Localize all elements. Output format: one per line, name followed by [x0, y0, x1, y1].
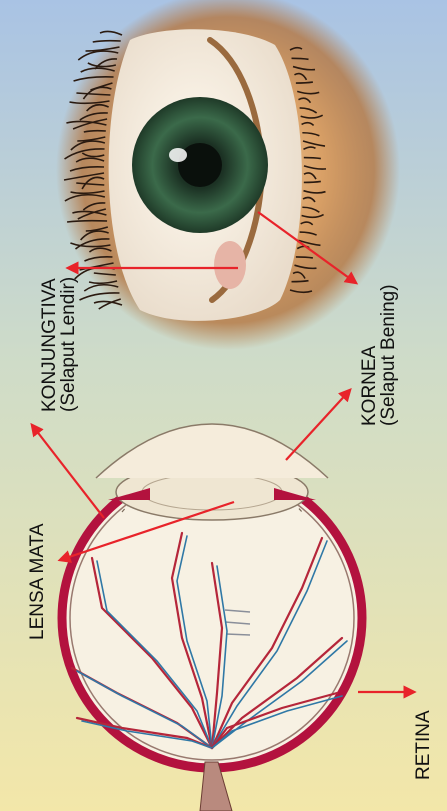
label-kornea-name: KORNEA	[360, 284, 379, 426]
label-retina: RETINA	[414, 710, 433, 780]
iris-highlight	[169, 148, 187, 162]
label-kornea: KORNEA (Selaput Bening)	[360, 284, 398, 426]
label-kornea-sub: (Selaput Bening)	[379, 284, 398, 426]
external-eye-illustration	[56, 0, 400, 350]
label-retina-name: RETINA	[414, 710, 433, 780]
label-konjungtiva-sub: (Selaput Lendir)	[59, 277, 78, 412]
label-konjungtiva-name: KONJUNGTIVA	[40, 277, 59, 412]
conjunctiva-tissue	[214, 241, 246, 289]
label-lensa-mata-name: LENSA MATA	[28, 524, 47, 641]
label-konjungtiva: KONJUNGTIVA (Selaput Lendir)	[40, 277, 78, 412]
label-lensa-mata: LENSA MATA	[28, 524, 47, 641]
pupil	[178, 143, 222, 187]
